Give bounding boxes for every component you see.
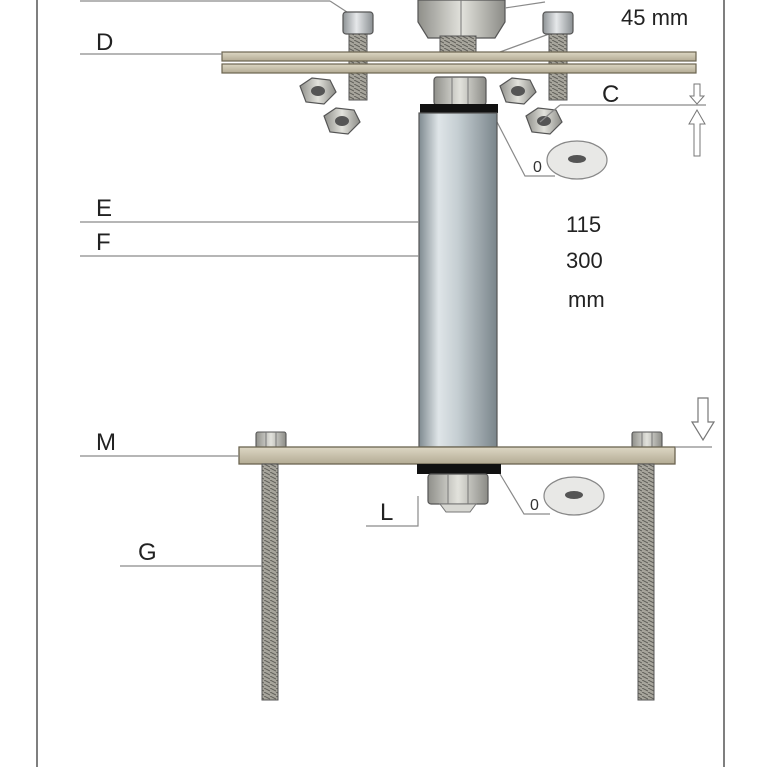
label-l: L (380, 499, 393, 526)
label-e: E (96, 195, 112, 222)
hex-nut-lower-right (525, 107, 563, 135)
leader-washer-lower (499, 473, 550, 515)
top-hex-bolt-head (417, 0, 506, 39)
washer-upper (546, 140, 608, 180)
label-m: M (96, 429, 116, 456)
center-nut-top (433, 76, 487, 106)
label-f: F (96, 229, 111, 256)
hex-nut-upper-left (299, 77, 337, 105)
leader-washer-upper (495, 119, 555, 177)
dimension-length-1: 115 (566, 212, 601, 237)
plate-m (238, 446, 676, 465)
plate-d (221, 51, 697, 74)
hex-nut-plate-right (631, 431, 663, 449)
washer-count-upper: 0 (533, 159, 542, 176)
hex-nut-upper-right (499, 77, 537, 105)
label-g: G (138, 539, 157, 566)
top-bolt-leader (504, 1, 546, 9)
leader-l (366, 496, 419, 527)
threaded-rod-left (261, 463, 279, 701)
threaded-rod-right (637, 463, 655, 701)
center-nut-bottom (427, 473, 489, 513)
dimension-length-2: 300 (566, 248, 603, 273)
hex-nut-plate-left (255, 431, 287, 449)
arrow-up-small (688, 108, 706, 157)
label-d: D (96, 29, 113, 56)
label-c: C (602, 81, 619, 108)
washer-lower (543, 476, 605, 516)
arrow-down-large (690, 397, 716, 442)
rubber-pad-bottom (417, 464, 501, 474)
arrow-down-small (688, 83, 706, 105)
washer-count-lower: 0 (530, 497, 539, 514)
leader-c-tail (539, 104, 561, 123)
tube-e (418, 112, 498, 448)
dimension-top: 45 mm (621, 5, 688, 30)
rubber-pad-top (420, 104, 498, 113)
hex-nut-lower-left (323, 107, 361, 135)
dimension-length-unit: mm (568, 287, 605, 312)
